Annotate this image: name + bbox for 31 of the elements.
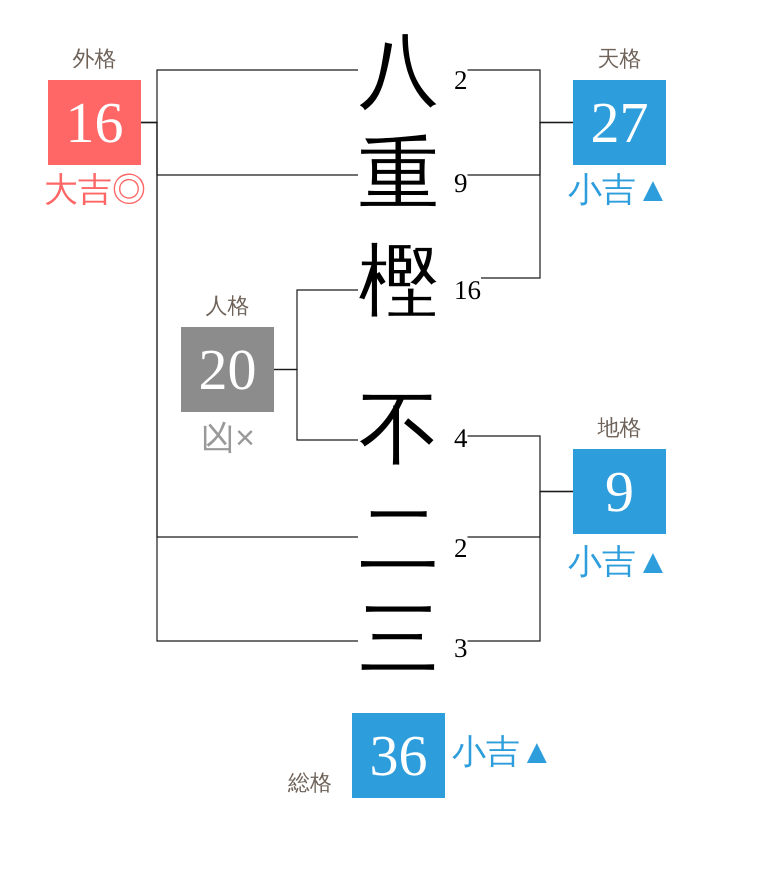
name-character: 三 [358, 600, 440, 680]
name-character: 八 [358, 32, 440, 112]
fortune-heading: 外格 [72, 46, 116, 72]
fortune-score-box: 20 [181, 327, 274, 412]
fortune-result: 小吉▲ [568, 545, 670, 579]
fortune-heading: 人格 [206, 293, 250, 319]
fortune-heading: 地格 [598, 415, 642, 441]
connector-line [274, 368, 358, 441]
connector-line [468, 490, 573, 642]
fortune-score-box: 9 [573, 449, 666, 534]
name-character: 不 [358, 390, 440, 470]
connector-line [481, 122, 573, 279]
name-character: 樫 [358, 242, 440, 322]
fortune-result: 大吉◎ [44, 173, 146, 207]
fortune-score-box: 36 [352, 713, 445, 798]
name-character: 重 [358, 135, 440, 215]
stroke-count: 2 [454, 66, 468, 94]
fortune-result: 小吉▲ [568, 173, 670, 207]
stroke-count: 3 [454, 634, 468, 662]
fortune-result: 小吉▲ [452, 735, 554, 769]
connector-line [141, 122, 358, 642]
name-character: 二 [358, 500, 440, 580]
stroke-count: 16 [454, 276, 481, 304]
stroke-count: 4 [454, 424, 468, 452]
stroke-count: 2 [454, 534, 468, 562]
fortune-heading: 総格 [288, 770, 332, 796]
fortune-score-box: 16 [48, 80, 141, 165]
fortune-heading: 天格 [598, 46, 642, 72]
stroke-count: 9 [454, 170, 468, 196]
fortune-score-box: 27 [573, 80, 666, 165]
fortune-result: 凶× [201, 421, 255, 455]
